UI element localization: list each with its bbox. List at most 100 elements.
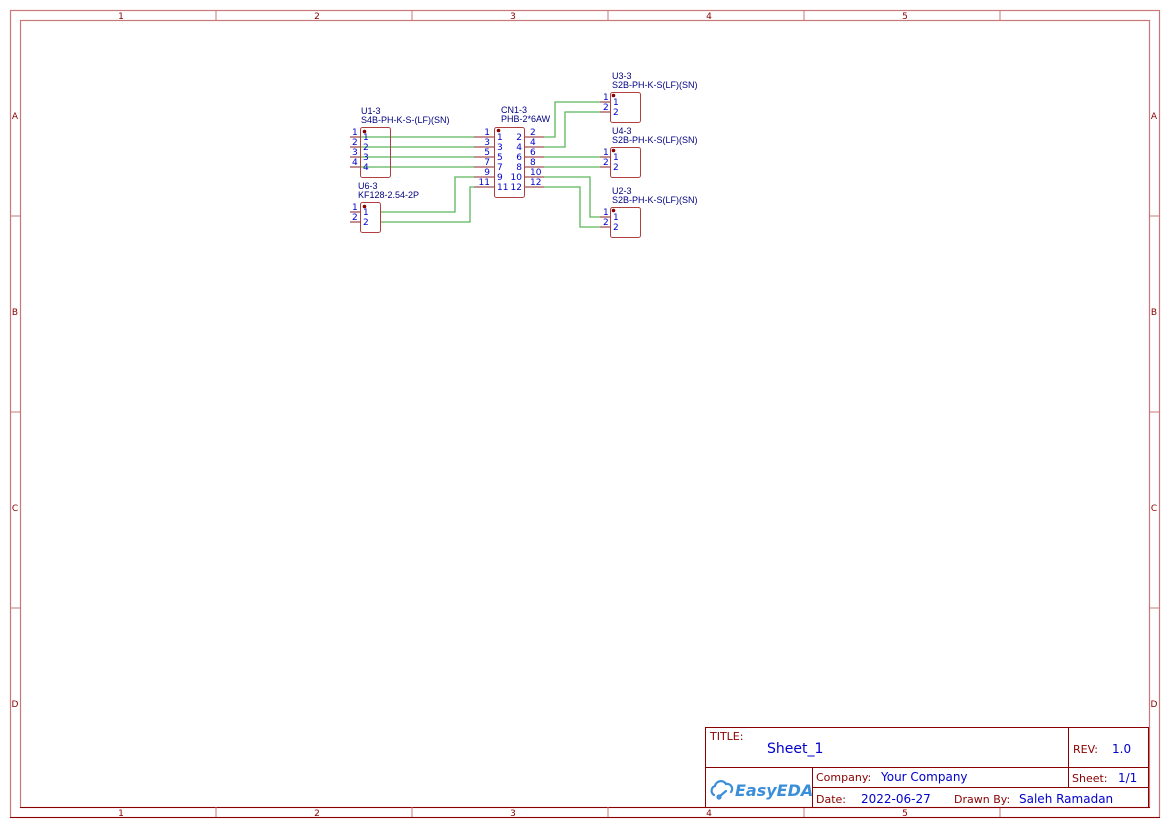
pin-number: 3 [352,148,358,158]
column-label: 1 [118,12,124,22]
pin1-dot [611,148,616,153]
rev-value: 1.0 [1112,742,1131,756]
drawn-by-value: Saleh Ramadan [1019,792,1113,806]
component-ref: U3-3 [612,71,632,81]
component-ref: U4-3 [612,126,632,136]
component-u2[interactable]: U2-3 S2B-PH-K-S(LF)(SN) 1 2 1 2 [600,186,698,238]
column-label: 4 [706,12,712,22]
pin-number: 9 [484,168,490,178]
pin-number: 6 [530,148,536,158]
pin1-dot [611,208,616,213]
component-value: PHB-2*6AW [501,114,551,124]
component-u3[interactable]: U3-3 S2B-PH-K-S(LF)(SN) 1 2 1 2 [600,71,698,123]
company-label: Company: [816,771,871,784]
pin-name: 1 [363,208,369,218]
wire[interactable] [544,111,600,148]
row-label: D [12,700,19,710]
pin-number: 1 [603,148,609,158]
pin-name: 12 [511,183,522,193]
row-ticks [10,215,1159,609]
pin-name: 7 [497,163,503,173]
logo-text: EasyEDA [735,781,813,800]
row-label: A [1151,112,1158,122]
pin-number: 3 [484,138,490,148]
row-label: B [12,308,18,318]
wire[interactable] [544,186,600,228]
pin-number: 2 [530,128,536,138]
wire[interactable] [380,186,474,223]
pin-number: 2 [352,138,358,148]
column-ticks-top [215,10,1001,20]
component-value: KF128-2.54-2P [358,190,419,200]
pin-name: 10 [511,173,523,183]
pin-number: 1 [603,93,609,103]
pin-name: 2 [363,218,369,228]
sheet-value: 1/1 [1118,771,1137,785]
component-ref: U2-3 [612,186,632,196]
column-label: 5 [902,12,908,22]
component-value: S2B-PH-K-S(LF)(SN) [612,80,698,90]
row-label: A [12,112,19,122]
component-u1[interactable]: U1-3 S4B-PH-K-S-(LF)(SN) 1 2 3 4 1 2 3 4 [350,106,450,178]
pin-name: 1 [613,98,619,108]
component-value: S2B-PH-K-S(LF)(SN) [612,135,698,145]
pin-name: 1 [613,153,619,163]
wire[interactable] [544,101,600,138]
pin-number: 1 [603,208,609,218]
column-label: 5 [902,809,908,819]
pin-number: 1 [484,128,490,138]
pin-name: 1 [363,133,369,143]
drawing-frame: 1 2 3 4 5 1 2 3 4 5 A B C D A B C D [9,9,1161,819]
pin-name: 3 [497,143,503,153]
pin-number: 2 [603,103,609,113]
component-body [610,92,641,123]
title-value: Sheet_1 [767,741,823,757]
pin-number: 2 [603,218,609,228]
row-label: C [1151,504,1157,514]
pin-name: 2 [516,133,522,143]
pin-name: 2 [613,163,619,173]
cloud-link-icon [710,780,734,800]
component-value: S2B-PH-K-S(LF)(SN) [612,195,698,205]
pin-name: 4 [363,163,369,173]
pin1-dot [496,128,501,133]
column-label: 4 [706,809,712,819]
component-cn1[interactable]: CN1-3 PHB-2*6AW 1 3 5 7 9 11 1 3 5 7 9 1… [474,105,551,198]
pin-name: 2 [613,108,619,118]
pin-name: 2 [363,143,369,153]
wire[interactable] [380,176,474,213]
drawn-by-label: Drawn By: [954,793,1010,806]
pin-name: 6 [516,153,522,163]
pin-number: 7 [484,158,490,168]
pin-number: 4 [530,138,536,148]
title-block: TITLE: Sheet_1 REV: 1.0 Company: Your Co… [705,727,1149,808]
pin-number: 12 [530,178,541,188]
pin-name: 1 [613,213,619,223]
pin-name: 5 [497,153,503,163]
row-label: B [1151,308,1157,318]
component-u4[interactable]: U4-3 S2B-PH-K-S(LF)(SN) 1 2 1 2 [600,126,698,178]
wires [360,101,600,228]
wire[interactable] [544,176,600,218]
pin-number: 1 [352,203,358,213]
pin-number: 4 [352,158,358,168]
component-body [610,147,641,178]
pin-number: 11 [479,178,490,188]
pin-name: 2 [613,223,619,233]
date-value: 2022-06-27 [861,792,931,806]
pin-name: 9 [497,173,503,183]
column-label: 3 [510,809,516,819]
easyeda-logo: EasyEDA [710,780,813,800]
rev-label: REV: [1073,743,1098,756]
pin1-dot [362,129,367,134]
pin-number: 8 [530,158,536,168]
pin-name: 8 [516,163,522,173]
component-body [494,127,525,198]
component-u6[interactable]: U6-3 KF128-2.54-2P 1 2 1 2 [350,181,419,233]
title-label: TITLE: [709,730,743,743]
component-ref: U1-3 [361,106,381,116]
pin-number: 10 [530,168,542,178]
company-value: Your Company [880,770,968,784]
outer-border [9,9,1161,819]
